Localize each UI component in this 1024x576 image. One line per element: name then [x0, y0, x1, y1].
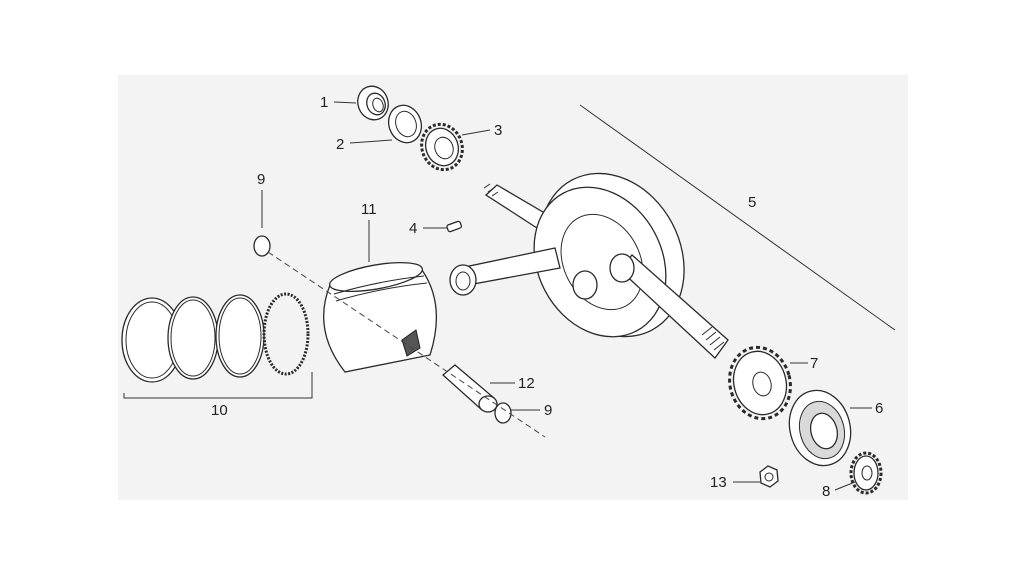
ball-bearing-part [788, 389, 852, 467]
callout-2: 2 [336, 136, 344, 153]
callout-11: 11 [361, 201, 377, 218]
callout-13: 13 [710, 474, 727, 491]
lock-nut-part [357, 85, 389, 121]
callout-12: 12 [518, 375, 535, 392]
callout-9-lower: 9 [544, 402, 552, 419]
callout-9-upper: 9 [257, 171, 265, 188]
drive-sprocket-part [420, 122, 464, 172]
rings-group-bracket [123, 372, 313, 399]
crankshaft-assembly-part [449, 172, 729, 359]
circlip-part-lower [494, 402, 512, 424]
callout-labels: 1 2 3 4 5 6 7 8 9 9 10 11 12 13 [211, 94, 883, 500]
callout-8: 8 [822, 483, 830, 500]
small-gear-part [849, 451, 883, 495]
callout-1: 1 [320, 94, 328, 111]
callout-10: 10 [211, 402, 228, 419]
washer-part [387, 104, 423, 144]
piston-pin-part [442, 364, 498, 413]
callout-3: 3 [494, 122, 502, 139]
callout-6: 6 [875, 400, 883, 417]
piston-part [323, 261, 438, 373]
timing-gear-part [728, 345, 792, 421]
circlip-part-upper [253, 235, 271, 257]
pin-axis-dashed-line [267, 251, 546, 438]
callout-4: 4 [409, 220, 417, 237]
woodruff-key-part [446, 220, 463, 233]
leader-lines [261, 101, 872, 491]
callout-7: 7 [810, 355, 818, 372]
diagram-panel [118, 75, 908, 500]
assembly-guide-line [579, 104, 896, 331]
piston-rings-part [121, 292, 310, 383]
callout-5: 5 [748, 194, 756, 211]
nut-part [759, 465, 779, 488]
